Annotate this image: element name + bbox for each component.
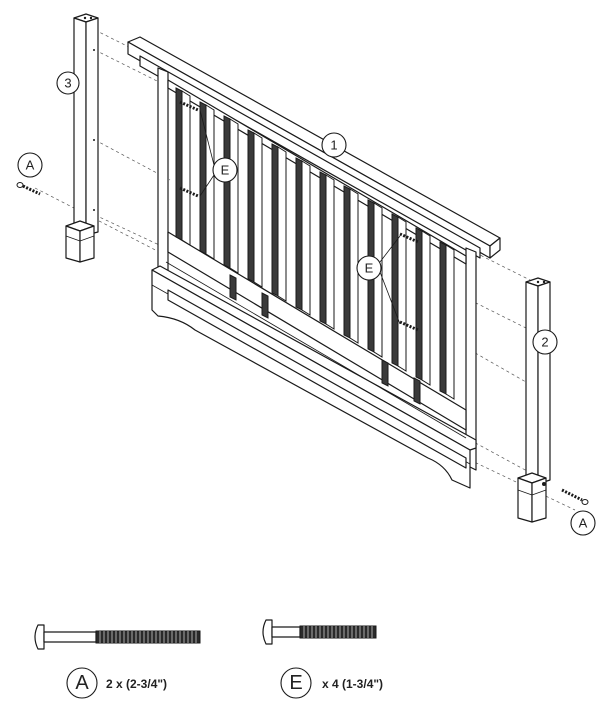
hardware-letter-e-right: E [365, 261, 374, 276]
hardware-e-label: E x 4 (1-3/4") [280, 667, 383, 699]
part-number-2: 2 [541, 335, 548, 350]
bolt-a-left [16, 182, 41, 196]
bolt-a-right [561, 488, 589, 505]
callout-e-right: E [356, 235, 401, 325]
callout-a-right: A [570, 510, 596, 536]
part-number-1: 1 [330, 138, 337, 153]
hardware-e-quantity: x 4 (1-3/4") [322, 677, 383, 691]
slats [175, 87, 455, 400]
hardware-a-quantity: 2 x (2-3/4") [106, 677, 167, 691]
right-post [517, 277, 551, 523]
hardware-a-label: A 2 x (2-3/4") [66, 667, 167, 699]
callout-rail: 1 [321, 132, 347, 158]
hardware-letter-a-right: A [579, 516, 588, 531]
hardware-letter-e: E [289, 672, 302, 694]
callout-a-left: A [17, 152, 43, 178]
left-post [65, 13, 99, 263]
part-number-3: 3 [64, 76, 71, 91]
hardware-letter-e-left: E [221, 163, 230, 178]
callout-left-post: 3 [56, 71, 80, 95]
hardware-letter-a-left: A [26, 158, 35, 173]
hardware-a-illustration [34, 624, 201, 650]
callout-right-post: 2 [532, 329, 558, 355]
callout-e-left: E [199, 109, 238, 197]
hardware-letter-a: A [75, 672, 89, 694]
alignment-lines-right [469, 249, 576, 511]
rail-panel [127, 36, 501, 489]
hardware-e-illustration [262, 619, 377, 645]
